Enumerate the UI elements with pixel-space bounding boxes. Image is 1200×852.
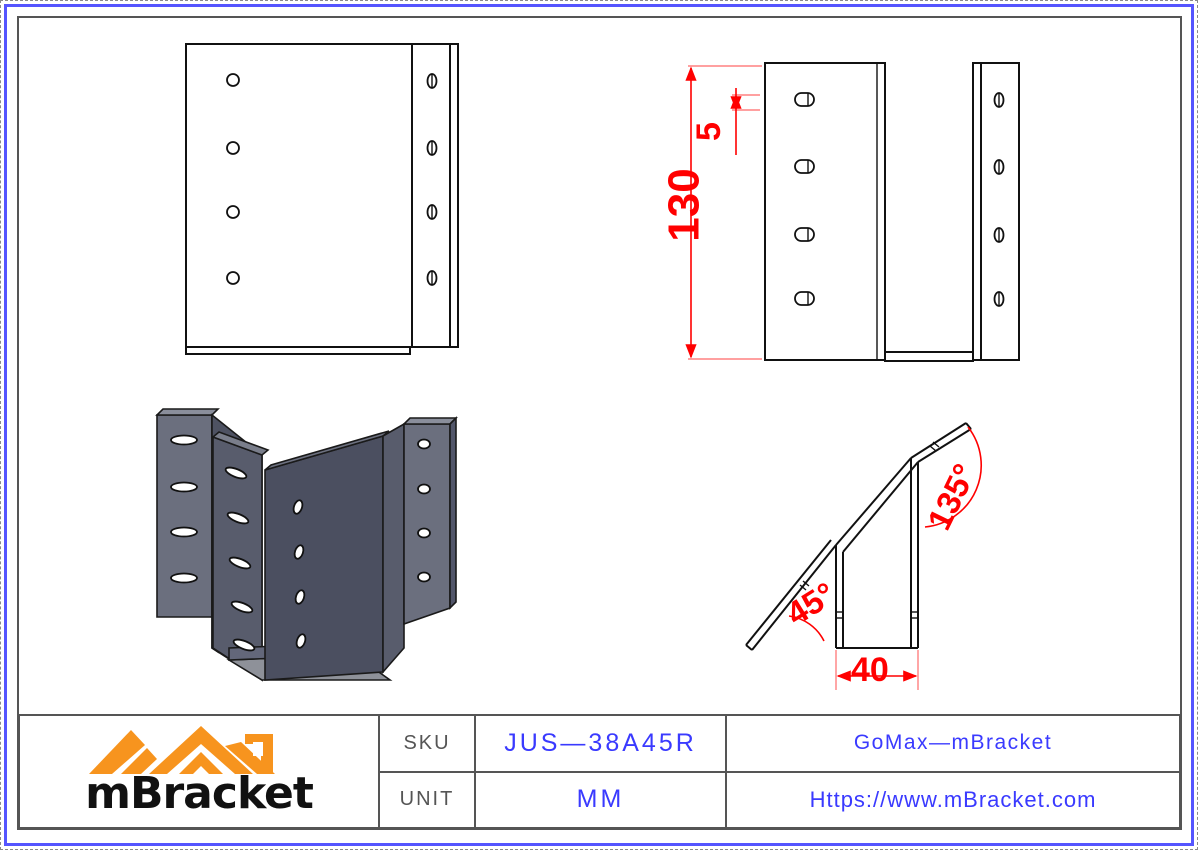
isometric-3d-view <box>155 408 458 682</box>
side-elevation-view <box>764 62 1020 362</box>
front-elevation-view <box>185 43 459 355</box>
sku-value: JUS—38A45R <box>476 716 727 771</box>
unit-value: MM <box>476 772 727 827</box>
roof-peaks-logo-icon <box>89 725 275 774</box>
sku-label: SKU <box>380 716 476 771</box>
title-block-row-unit: UNIT MM Https://www.mBracket.com <box>380 772 1179 827</box>
title-block: mBracket SKU JUS—38A45R GoMax—mBracket U… <box>18 714 1181 829</box>
company-logo-text: mBracket <box>85 767 314 819</box>
dimension-offset-5 <box>730 88 760 155</box>
unit-label: UNIT <box>380 772 476 827</box>
dimension-label-40: 40 <box>851 651 889 689</box>
dimension-label-5: 5 <box>689 122 728 141</box>
title-block-fields: SKU JUS—38A45R GoMax—mBracket UNIT MM Ht… <box>380 716 1179 827</box>
title-block-row-sku: SKU JUS—38A45R GoMax—mBracket <box>380 716 1179 773</box>
brand-name: GoMax—mBracket <box>853 731 1053 755</box>
angled-section-view <box>745 422 982 690</box>
dimension-height-130 <box>685 65 762 360</box>
website-url[interactable]: Https://www.mBracket.com <box>809 786 1097 812</box>
dimension-label-130: 130 <box>659 168 709 242</box>
company-logo: mBracket <box>20 716 380 827</box>
